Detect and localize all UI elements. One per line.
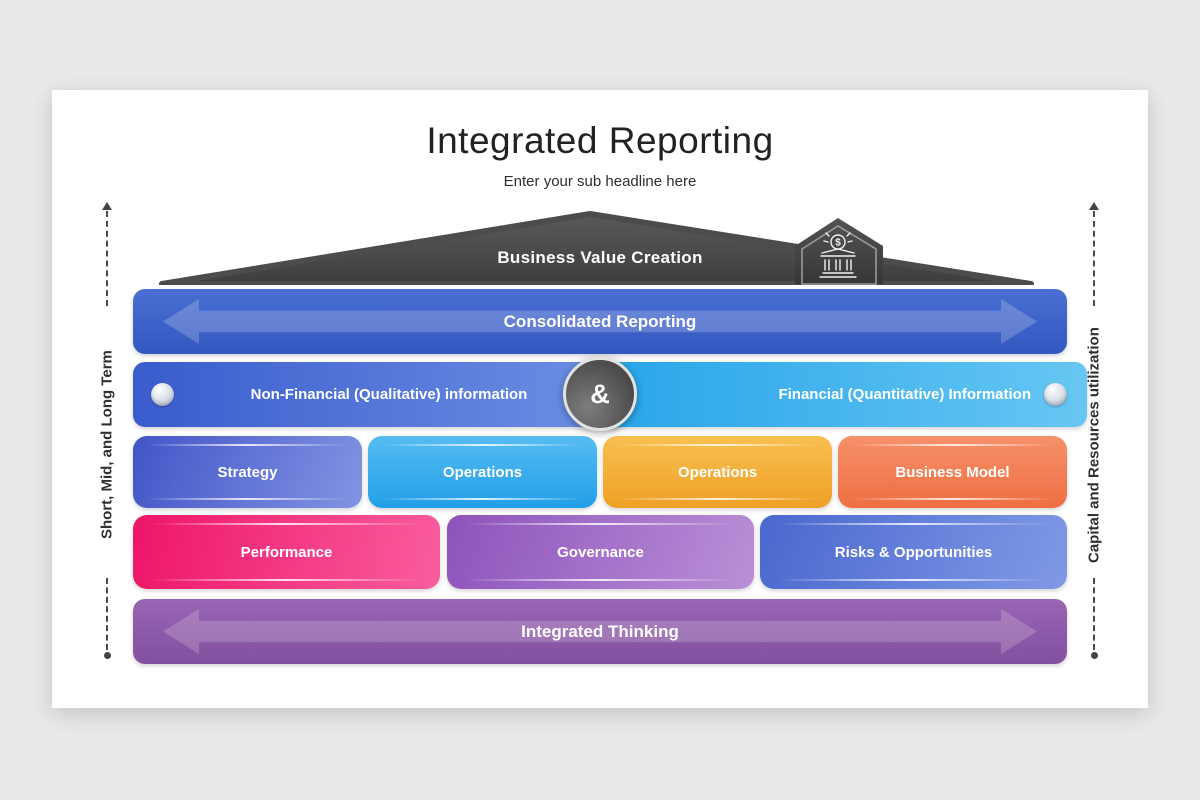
box-risks-opportunities-label: Risks & Opportunities bbox=[834, 543, 993, 561]
ampersand-label: & bbox=[590, 378, 610, 409]
box-operations-left-label: Operations bbox=[442, 463, 523, 481]
non-financial-bar: Non-Financial (Qualitative) information bbox=[133, 362, 618, 427]
right-axis-label: Capital and Resources utilization bbox=[1085, 327, 1103, 563]
box-operations-left: Operations bbox=[368, 436, 597, 508]
box-operations-right: Operations bbox=[603, 436, 832, 508]
sphere-icon bbox=[1044, 383, 1067, 406]
dashed-connector bbox=[1093, 211, 1095, 306]
financial-label: Financial (Quantitative) Information bbox=[778, 386, 1031, 403]
box-governance: Governance bbox=[447, 515, 754, 589]
left-axis-label: Short, Mid, and Long Term bbox=[98, 350, 116, 540]
consolidated-reporting-label: Consolidated Reporting bbox=[503, 311, 697, 331]
bank-badge-border bbox=[801, 225, 877, 285]
dashed-connector bbox=[106, 211, 108, 306]
arrow-up-icon bbox=[1089, 202, 1099, 210]
integrated-thinking-bar: Integrated Thinking bbox=[133, 599, 1067, 664]
box-business-model-label: Business Model bbox=[895, 463, 1010, 481]
dot-endpoint-icon bbox=[1091, 652, 1098, 659]
sphere-icon bbox=[151, 383, 174, 406]
double-arrow-icon bbox=[163, 299, 1037, 344]
slide-card: Integrated Reporting Enter your sub head… bbox=[52, 90, 1148, 708]
box-operations-right-label: Operations bbox=[677, 463, 758, 481]
dot-endpoint-icon bbox=[104, 652, 111, 659]
page-title: Integrated Reporting bbox=[426, 120, 774, 161]
dashed-connector bbox=[1093, 578, 1095, 650]
consolidated-reporting-bar: Consolidated Reporting bbox=[133, 289, 1067, 354]
box-strategy-label: Strategy bbox=[217, 463, 278, 481]
ampersand-circle: & bbox=[563, 357, 637, 431]
double-arrow-icon bbox=[163, 609, 1037, 654]
roof-label: Business Value Creation bbox=[497, 248, 703, 267]
bank-badge bbox=[795, 218, 883, 284]
box-risks-opportunities: Risks & Opportunities bbox=[760, 515, 1067, 589]
dollar-sign: $ bbox=[835, 238, 841, 249]
financial-bar: Financial (Quantitative) Information bbox=[600, 362, 1087, 427]
box-business-model: Business Model bbox=[838, 436, 1067, 508]
non-financial-label: Non-Financial (Qualitative) information bbox=[250, 386, 528, 403]
box-performance: Performance bbox=[133, 515, 440, 589]
arrow-up-icon bbox=[102, 202, 112, 210]
box-governance-label: Governance bbox=[557, 543, 644, 561]
roof-shape: $ bbox=[159, 211, 1034, 285]
box-performance-label: Performance bbox=[240, 543, 333, 561]
box-strategy: Strategy bbox=[133, 436, 362, 508]
bank-icon: $ bbox=[819, 232, 857, 278]
dashed-connector bbox=[106, 578, 108, 650]
integrated-thinking-label: Integrated Thinking bbox=[521, 621, 679, 641]
page-subtitle: Enter your sub headline here bbox=[503, 173, 697, 190]
